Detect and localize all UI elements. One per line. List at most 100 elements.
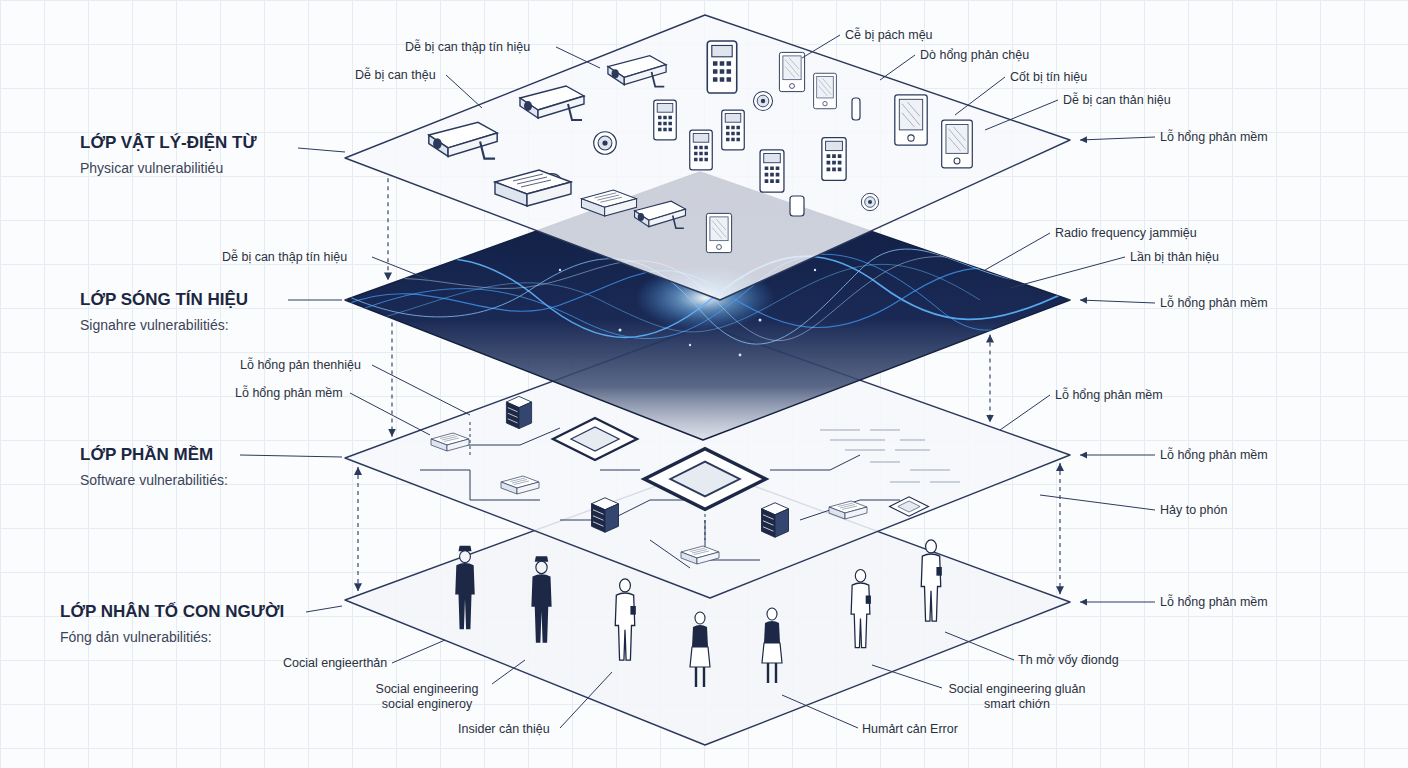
panel-icon [814, 73, 837, 108]
callout-anchor: Lỗ hổng phản mềm [235, 386, 343, 401]
keypad-icon [722, 110, 745, 150]
callout-label: Cốt bị tín hiệu [1010, 70, 1087, 85]
callout-anchor: Dễ bị can thập tín hiệu [222, 250, 347, 265]
leader-line [492, 660, 525, 684]
chip-icon [890, 497, 929, 516]
module-icon [681, 546, 719, 564]
server-icon [762, 503, 789, 538]
panel-icon [942, 120, 973, 168]
callout-label: Lỗ hổng phản mềm [1160, 130, 1268, 145]
callout-anchor: Cễ bị pách mệu [845, 28, 933, 43]
layer-plane: LỚP NHÂN TỐ CON NGƯỜIFóng dản vulnerabil… [56, 466, 1080, 747]
circuit-trace [705, 478, 706, 540]
sensor-icon [753, 91, 772, 110]
layer-title: LỚP PHẦN MỀM [80, 445, 213, 465]
heading-leader [288, 300, 342, 301]
leader-line [372, 257, 430, 280]
module-icon [501, 476, 539, 494]
layer-connector [391, 322, 392, 436]
leader-arrow [1080, 455, 1155, 456]
sensor-icon [861, 193, 878, 210]
callout-label: Humảrt cản Error [862, 722, 958, 737]
circuit-trace [650, 540, 690, 568]
callout-label: Social engineering gluản smart chiớn [932, 682, 1102, 712]
callout-anchor: Dễ bị can thệu [355, 68, 436, 83]
small-device [852, 98, 860, 120]
callout-label: Lỗ hổng phản mềm [1160, 595, 1268, 610]
chip-icon [553, 418, 637, 460]
plane-shape [345, 172, 1070, 440]
callout-label: Dò hổng phản chệu [920, 48, 1029, 63]
callout-anchor: Th mở vốy điondg [1018, 653, 1119, 668]
layer-subtitle: Software vulnerabilitiés: [80, 472, 228, 488]
callout-anchor: Dễ bị can thản hiệu [1063, 93, 1171, 108]
module-icon [431, 433, 469, 451]
circuit-trace [470, 420, 471, 455]
keypad-icon [822, 138, 846, 181]
layer-connector [989, 335, 990, 423]
small-device [790, 196, 804, 216]
person-figure [690, 612, 710, 687]
leader-line [802, 35, 840, 58]
callout-label: Lỗ hổng phản mềm [1055, 388, 1163, 403]
layer-subtitle: Physicar vulnerabilitiéu [80, 160, 223, 176]
leader-line [782, 695, 858, 728]
server-icon [592, 498, 619, 533]
camera-icon [635, 201, 686, 228]
signal-wave [345, 268, 1070, 327]
callout-label: Dễ bị can thập tín hiệu [222, 250, 347, 265]
signal-wave [380, 264, 980, 332]
person-figure [762, 608, 782, 683]
heading-leader [240, 455, 342, 457]
person-figure [851, 569, 871, 647]
callout-label: Radio frequency jammiệu [1055, 226, 1197, 241]
plane-shape [345, 15, 1070, 300]
layer-heading-block: LỚP PHẦN MỀM Software vulnerabilitiés: [80, 445, 228, 488]
signal-wave [360, 254, 1070, 338]
leader-arrow [1080, 137, 1155, 140]
signal-wave [345, 256, 1070, 337]
callout-label: Lỗ hổng phản mềm [1160, 448, 1268, 463]
layer-heading-block: LỚP VẬT LÝ-ĐIỆN TỪPhysicar vulnerabiliti… [80, 133, 257, 176]
guard-figure [531, 556, 551, 643]
leader-line [985, 100, 1058, 130]
signal-wave [345, 249, 1070, 344]
callout-anchor: Lỗ hổng pản thenhiệu [240, 358, 361, 373]
layer-connector [1059, 463, 1060, 594]
leader-line [350, 393, 430, 435]
leader-line [872, 665, 942, 688]
callout-label: Cocial engieerthản [283, 656, 387, 671]
callout-anchor: Lỗ hổng phản mềm [1160, 130, 1268, 145]
chip-icon [644, 449, 765, 510]
server-icon [506, 396, 531, 428]
signal-wave [345, 257, 1070, 341]
leader-line [372, 365, 470, 415]
callout-label: Lỗ hổng phản mềm [1160, 296, 1268, 311]
layer-connector [387, 178, 388, 280]
sensor-icon [594, 132, 617, 155]
callout-anchor: Social engineering social engineroy [362, 682, 492, 712]
circuit-trace [770, 455, 860, 470]
circuit-trace [600, 470, 640, 471]
camera-icon [608, 56, 666, 87]
circuit-trace [455, 428, 560, 445]
signal-dot [619, 329, 622, 332]
callout-label: Cễ bị pách mệu [845, 28, 933, 43]
keypad-icon [654, 100, 677, 140]
heading-leader [306, 606, 342, 612]
signal-dot [759, 319, 762, 322]
leader-arrow [1080, 602, 1155, 603]
callout-anchor: Lỗ hổng phản mềm [1055, 388, 1163, 403]
layer-heading-block: LỚP NHÂN TỐ CON NGƯỜIFóng dản vulnerabil… [60, 602, 284, 645]
wave-glow [635, 266, 775, 330]
callout-anchor: Lỗ hổng phản mềm [1160, 448, 1268, 463]
code-lines [820, 430, 960, 482]
guard-figure [455, 546, 475, 629]
callout-label: Lần bị thản hiệu [1130, 250, 1219, 265]
leader-line [955, 77, 1005, 115]
leader-line [1040, 495, 1155, 510]
circuit-trace [560, 500, 700, 520]
